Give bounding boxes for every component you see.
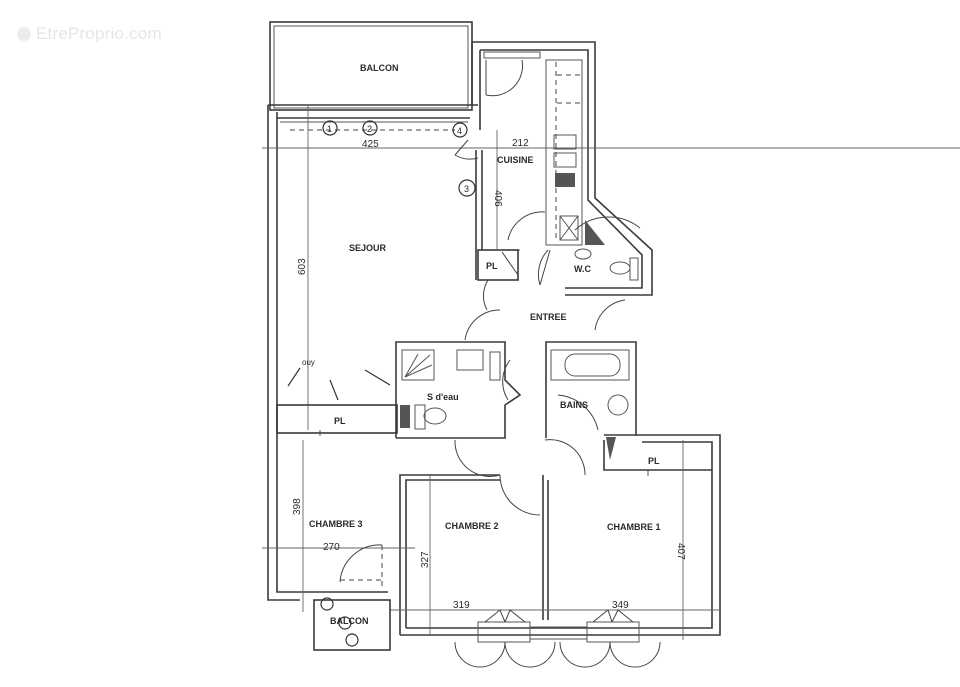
dim-chambre3-width: 270 [323, 542, 340, 553]
dim-chambre3-height: 398 [292, 498, 303, 515]
kitchen-window [483, 51, 541, 97]
exterior-wall-right [400, 434, 721, 636]
balcony-bottom [313, 597, 391, 651]
room-label-chambre2: CHAMBRE 2 [445, 521, 499, 531]
handwritten-note: ouy [302, 358, 315, 367]
room-label-bains: BAINS [560, 400, 588, 410]
dim-chambre2-height: 327 [420, 551, 431, 568]
room-label-chambre3: CHAMBRE 3 [309, 519, 363, 529]
mark-1: 1 [327, 124, 332, 134]
door-arcs [454, 139, 626, 341]
exterior-walls [267, 41, 653, 601]
handwritten-annotations [287, 120, 476, 401]
room-label-cuisine: CUISINE [497, 155, 534, 165]
room-label-pl-chambre1: PL [648, 456, 660, 466]
dim-sejour-height: 603 [297, 258, 308, 275]
room-label-pl-entree: PL [486, 261, 498, 271]
mark-2: 2 [367, 124, 372, 134]
shower-room [395, 341, 522, 439]
mark-3: 3 [464, 184, 469, 194]
dim-cuisine-height: 406 [492, 190, 503, 207]
watermark: EtreProprio.com [17, 24, 162, 44]
dim-cuisine-width: 212 [512, 138, 529, 149]
bathroom [545, 341, 637, 460]
kitchen-walls [475, 59, 605, 281]
room-label-entree: ENTREE [530, 312, 567, 322]
dim-sejour-width: 425 [362, 139, 379, 150]
room-label-pl-sejour: PL [334, 416, 346, 426]
room-label-wc: W.C [574, 264, 591, 274]
french-windows [454, 609, 661, 668]
bedroom-walls [399, 439, 586, 635]
logo-icon [17, 27, 31, 41]
dim-chambre1-width: 349 [612, 600, 629, 611]
room-label-chambre1: CHAMBRE 1 [607, 522, 661, 532]
wc-room [574, 216, 641, 281]
closet-entree [501, 251, 519, 276]
chambre3-balcony-door [339, 544, 385, 588]
exterior-wall-right-inner [406, 441, 713, 629]
watermark-text: EtreProprio.com [36, 24, 162, 43]
room-label-balcon-bottom: BALCON [330, 616, 369, 626]
room-label-s-eau: S d'eau [427, 392, 459, 402]
closet-sejour [276, 404, 398, 436]
mark-4: 4 [457, 126, 462, 136]
room-label-balcon-top: BALCON [360, 63, 399, 73]
dim-chambre2-width: 319 [453, 600, 470, 611]
closet-chambre1 [603, 440, 712, 476]
dim-chambre1-height: 407 [675, 543, 686, 560]
room-label-sejour: SEJOUR [349, 243, 387, 253]
